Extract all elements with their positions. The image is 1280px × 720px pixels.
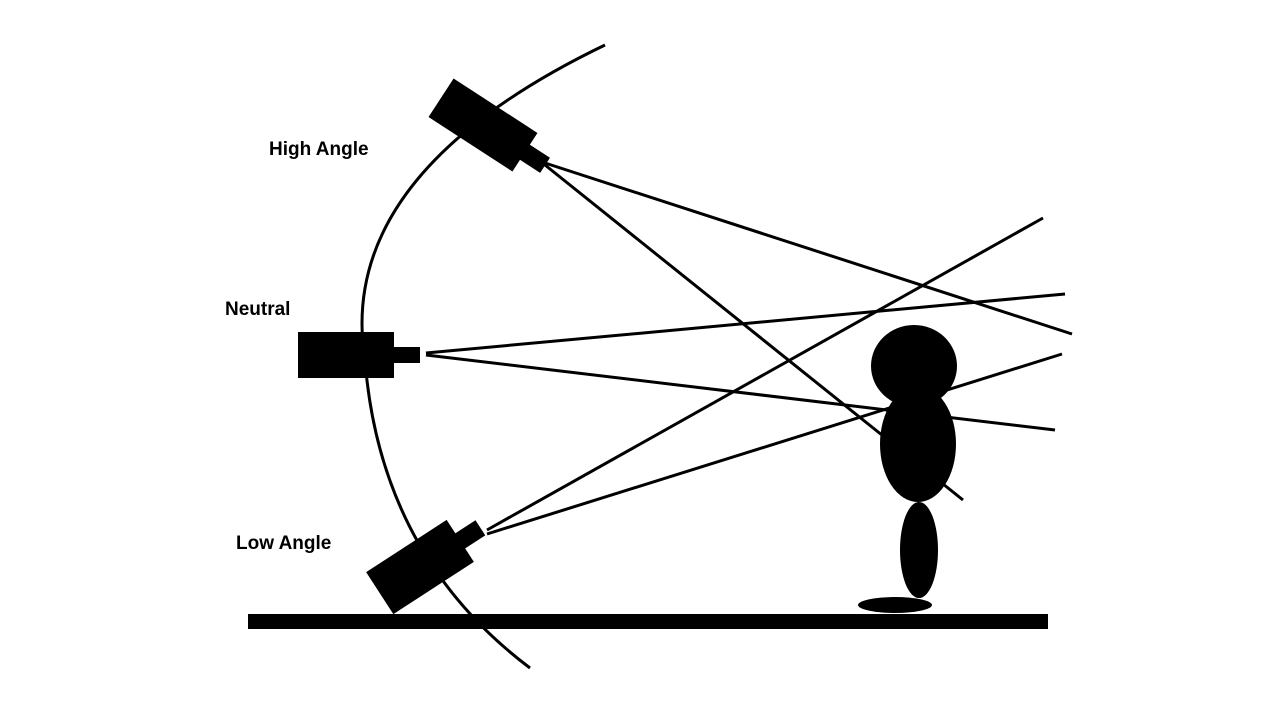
low-angle-camera [366,519,486,615]
low-angle-lower-ray [486,352,1063,536]
figure-legs [900,502,938,598]
figure-torso [880,386,956,502]
high-angle-camera-lens [518,143,550,173]
high-angle-camera [428,78,550,173]
ground-line [248,614,1048,629]
subject-figure [858,325,957,613]
neutral-sight-lines [425,292,1066,432]
high-angle-upper-ray [544,161,1073,336]
neutral-camera-body [298,332,394,378]
neutral-label: Neutral [225,299,290,320]
neutral-camera [298,332,420,378]
neutral-upper-ray [425,292,1066,355]
high-angle-label: High Angle [269,139,369,160]
figure-feet [858,597,932,613]
high-angle-sight-lines [544,161,1073,502]
figure-head [871,325,957,407]
high-angle-camera-body [428,78,538,172]
neutral-lower-ray [425,353,1056,432]
low-angle-camera-lens [453,520,486,550]
neutral-camera-lens [392,347,420,363]
low-angle-label: Low Angle [236,533,331,554]
low-angle-upper-ray [486,216,1044,532]
low-angle-sight-lines [486,216,1063,536]
low-angle-camera-body [366,519,474,615]
